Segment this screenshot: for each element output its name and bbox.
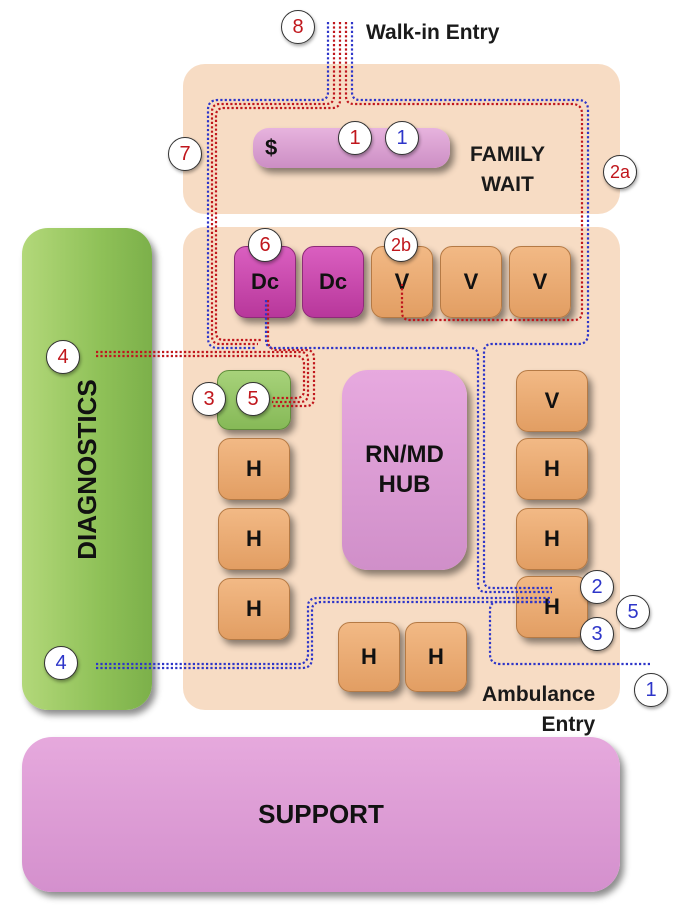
room-h-bottom-1: H bbox=[338, 622, 400, 692]
room-h-bottom-2-label: H bbox=[428, 644, 444, 669]
room-h-right-2-label: H bbox=[544, 526, 560, 551]
room-h-left-2-label: H bbox=[246, 526, 262, 551]
family-wait-label-line1: FAMILY bbox=[470, 143, 546, 166]
room-h-left-1: H bbox=[218, 438, 290, 500]
room-v-3: V bbox=[509, 246, 571, 318]
diagnostics-label: DIAGNOSTICS bbox=[71, 378, 102, 560]
marker-8: 8 bbox=[281, 10, 315, 44]
family-wait-label: FAMILY WAIT bbox=[470, 140, 545, 200]
room-v-2: V bbox=[440, 246, 502, 318]
room-h-bottom-2: H bbox=[405, 622, 467, 692]
room-h-right-3-label: H bbox=[544, 594, 560, 619]
marker-1-blue: 1 bbox=[385, 121, 419, 155]
room-dc-1-label: Dc bbox=[250, 269, 280, 294]
room-h-left-2: H bbox=[218, 508, 290, 570]
room-h-right-2: H bbox=[516, 508, 588, 570]
room-v-2-label: V bbox=[463, 269, 479, 294]
marker-2a: 2a bbox=[603, 155, 637, 189]
marker-5-blue: 5 bbox=[616, 595, 650, 629]
ambulance-entry-label-line1: Ambulance bbox=[482, 683, 596, 706]
room-v-3-label: V bbox=[532, 269, 548, 294]
room-v-right-label: V bbox=[544, 388, 560, 413]
room-h-left-3-label: H bbox=[246, 596, 262, 621]
marker-4-blue: 4 bbox=[44, 646, 78, 680]
room-h-left-1-label: H bbox=[246, 456, 262, 481]
marker-3-blue: 3 bbox=[580, 617, 614, 651]
room-h-left-3: H bbox=[218, 578, 290, 640]
marker-4-red: 4 bbox=[46, 340, 80, 374]
marker-6: 6 bbox=[248, 228, 282, 262]
marker-1-blue-ambulance: 1 bbox=[634, 673, 668, 707]
support-zone: SUPPORT bbox=[22, 737, 620, 892]
room-dc-2-label: Dc bbox=[318, 269, 348, 294]
marker-2b: 2b bbox=[384, 228, 418, 262]
marker-7: 7 bbox=[168, 137, 202, 171]
diagnostics-zone: DIAGNOSTICS bbox=[22, 228, 152, 710]
family-wait-label-line2: WAIT bbox=[481, 173, 534, 196]
room-h-right-1: H bbox=[516, 438, 588, 500]
dollar-icon: $ bbox=[265, 135, 278, 160]
ambulance-entry-label: Ambulance Entry bbox=[482, 680, 595, 740]
hub-label-line1: RN/MD bbox=[365, 441, 444, 468]
ambulance-entry-label-line2: Entry bbox=[541, 713, 596, 736]
rn-md-hub: RN/MD HUB bbox=[342, 370, 467, 570]
room-h-right-1-label: H bbox=[544, 456, 560, 481]
support-label: SUPPORT bbox=[258, 799, 384, 829]
hub-label-line2: HUB bbox=[378, 471, 431, 498]
room-v-1-label: V bbox=[394, 269, 410, 294]
room-h-right-3: H bbox=[516, 576, 588, 638]
marker-3-red: 3 bbox=[192, 382, 226, 416]
marker-2-blue: 2 bbox=[580, 570, 614, 604]
marker-1-red: 1 bbox=[338, 121, 372, 155]
room-dc-2: Dc bbox=[302, 246, 364, 318]
marker-5-red: 5 bbox=[236, 382, 270, 416]
walk-in-entry-label: Walk-in Entry bbox=[366, 21, 500, 44]
room-h-bottom-1-label: H bbox=[361, 644, 377, 669]
room-v-right: V bbox=[516, 370, 588, 432]
